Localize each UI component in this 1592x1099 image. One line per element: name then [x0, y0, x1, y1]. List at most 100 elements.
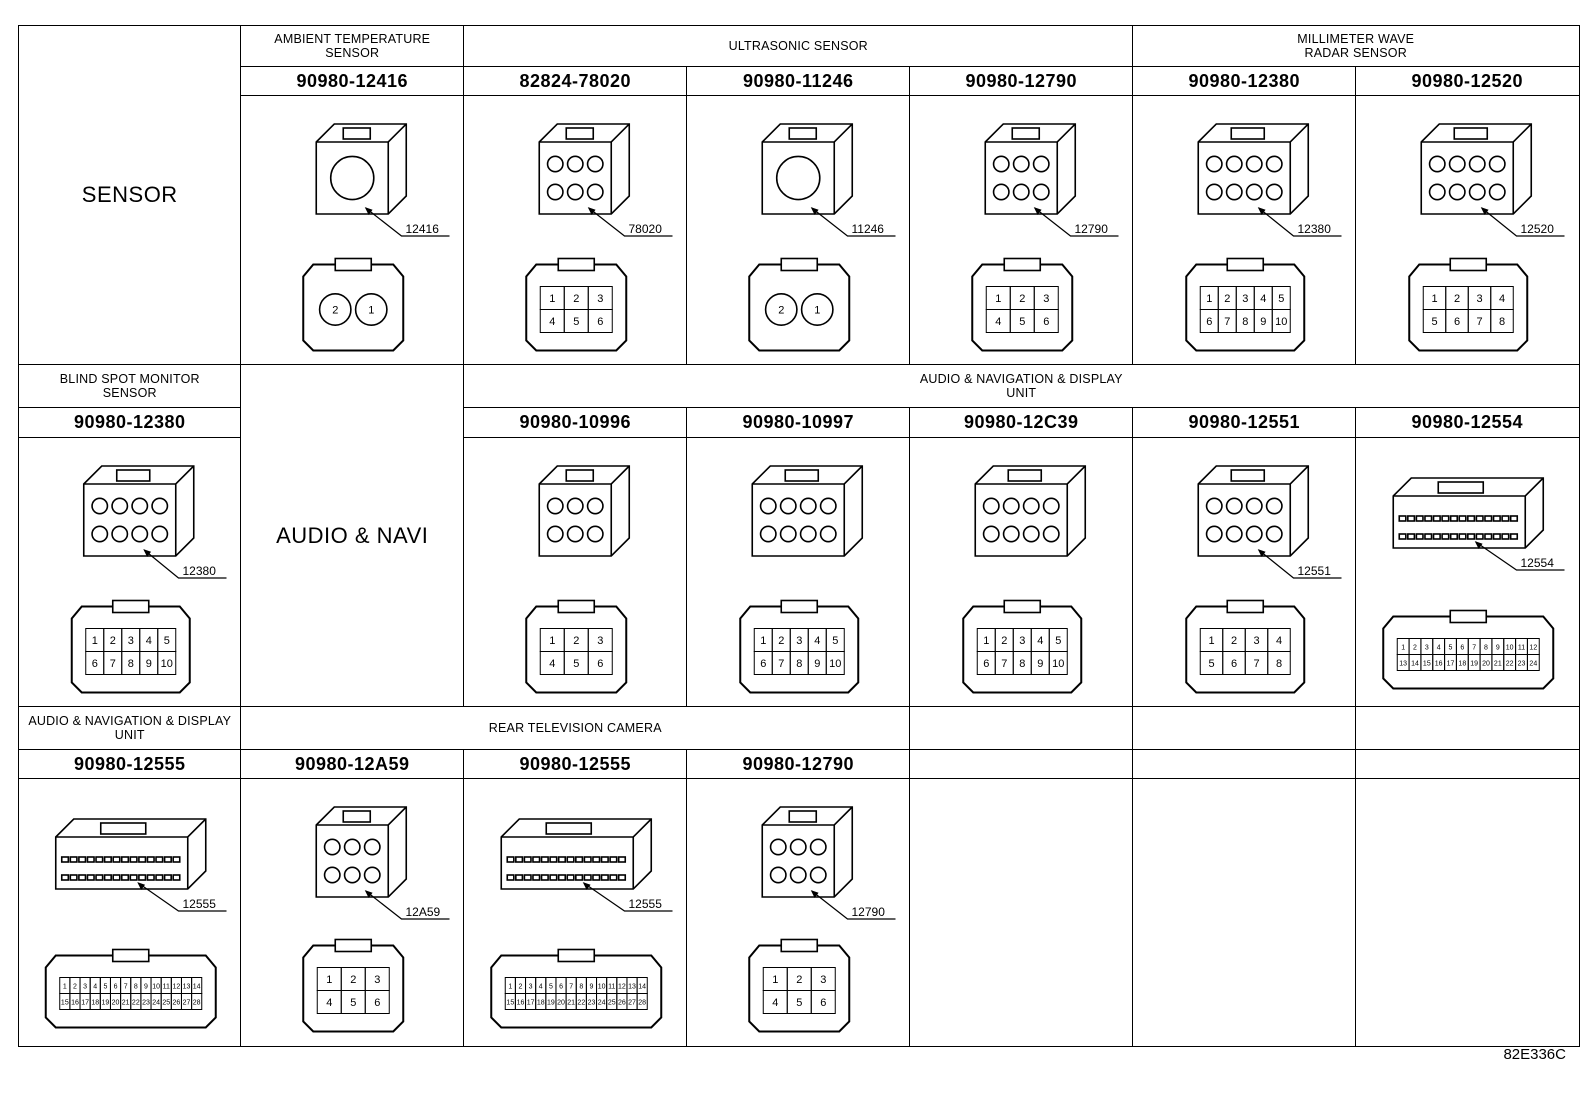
terminal-number: 16 — [71, 1000, 79, 1007]
terminal-number: 15 — [506, 1000, 514, 1007]
terminal-number: 4 — [1037, 635, 1043, 647]
terminal-number: 1 — [760, 635, 766, 647]
terminal-number: 5 — [796, 997, 802, 1009]
component-header: AMBIENT TEMPERATURE SENSOR — [240, 25, 465, 68]
terminal-number: 20 — [557, 1000, 565, 1007]
callout-label: 12380 — [1298, 222, 1332, 236]
terminal-number: 2 — [1001, 635, 1007, 647]
terminal-number: 21 — [122, 1000, 130, 1007]
callout-label: 12416 — [406, 222, 440, 236]
group-label-sensor: SENSOR — [18, 25, 242, 366]
terminal-number: 10 — [1052, 658, 1064, 670]
terminal-number: 1 — [326, 974, 332, 986]
component-header: AUDIO & NAVIGATION & DISPLAY UNIT — [463, 364, 1580, 409]
terminal-number: 8 — [1019, 658, 1025, 670]
part-number: 90980-12C39 — [909, 407, 1134, 439]
terminal-number: 7 — [124, 984, 128, 991]
terminal-number: 1 — [549, 293, 555, 305]
terminal-number: 3 — [1476, 293, 1482, 305]
terminal-number: 15 — [61, 1000, 69, 1007]
part-number: 90980-12380 — [1132, 66, 1357, 97]
connector-cell — [909, 778, 1134, 1047]
terminal-number: 22 — [577, 1000, 585, 1007]
part-number — [909, 749, 1134, 780]
terminal-number: 3 — [83, 984, 87, 991]
terminal-number: 28 — [638, 1000, 646, 1007]
terminal-number: 3 — [820, 974, 826, 986]
terminal-number: 26 — [618, 1000, 626, 1007]
terminal-number: 24 — [152, 1000, 160, 1007]
callout-label: 78020 — [629, 222, 663, 236]
component-header: REAR TELEVISION CAMERA — [240, 706, 911, 751]
terminal-number: 21 — [1494, 661, 1502, 668]
terminal-number: 4 — [93, 984, 97, 991]
terminal-number: 27 — [183, 1000, 191, 1007]
terminal-number: 4 — [772, 997, 778, 1009]
terminal-number: 15 — [1423, 661, 1431, 668]
terminal-number: 5 — [832, 635, 838, 647]
terminal-number: 7 — [1476, 316, 1482, 328]
terminal-number: 2 — [1454, 293, 1460, 305]
terminal-number: 18 — [1458, 661, 1466, 668]
terminal-number: 2 — [573, 635, 579, 647]
terminal-number: 21 — [567, 1000, 575, 1007]
terminal-number: 2 — [573, 293, 579, 305]
terminal-number: 13 — [628, 984, 636, 991]
terminal-number: 8 — [579, 984, 583, 991]
component-header — [1132, 706, 1357, 751]
terminal-number: 25 — [608, 1000, 616, 1007]
callout-label: 12551 — [1298, 564, 1332, 578]
terminal-number: 1 — [92, 635, 98, 647]
terminal-number: 2 — [796, 974, 802, 986]
terminal-number: 4 — [1260, 293, 1266, 305]
terminal-number: 10 — [152, 984, 160, 991]
terminal-number: 7 — [1001, 658, 1007, 670]
terminal-number: 10 — [829, 658, 841, 670]
terminal-number: 9 — [144, 984, 148, 991]
terminal-number: 12 — [618, 984, 626, 991]
part-number — [1355, 749, 1580, 780]
component-header: MILLIMETER WAVE RADAR SENSOR — [1132, 25, 1580, 68]
part-number: 90980-12555 — [463, 749, 688, 780]
terminal-number: 10 — [161, 658, 173, 670]
terminal-number: 8 — [134, 984, 138, 991]
terminal-number: 27 — [628, 1000, 636, 1007]
terminal-number: 4 — [326, 997, 332, 1009]
terminal-number: 1 — [1431, 293, 1437, 305]
terminal-number: 19 — [101, 1000, 109, 1007]
terminal-number: 16 — [517, 1000, 525, 1007]
terminal-number: 7 — [1472, 645, 1476, 652]
component-header: BLIND SPOT MONITOR SENSOR — [18, 364, 242, 409]
terminal-number: 19 — [1470, 661, 1478, 668]
part-number: 90980-12554 — [1355, 407, 1580, 439]
terminal-number: 5 — [103, 984, 107, 991]
terminal-number: 3 — [529, 984, 533, 991]
terminal-number: 11 — [163, 984, 170, 991]
callout-label: 12380 — [183, 564, 217, 578]
terminal-number: 2 — [332, 305, 338, 317]
component-header — [909, 706, 1134, 751]
terminal-number: 17 — [81, 1000, 89, 1007]
terminal-number: 12 — [1529, 645, 1537, 652]
terminal-number: 2 — [350, 974, 356, 986]
terminal-number: 5 — [350, 997, 356, 1009]
terminal-number: 6 — [114, 984, 118, 991]
terminal-number: 9 — [814, 658, 820, 670]
terminal-number: 14 — [638, 984, 646, 991]
terminal-number: 24 — [598, 1000, 606, 1007]
terminal-number: 5 — [164, 635, 170, 647]
terminal-number: 7 — [1224, 316, 1230, 328]
terminal-number: 1 — [1401, 645, 1405, 652]
